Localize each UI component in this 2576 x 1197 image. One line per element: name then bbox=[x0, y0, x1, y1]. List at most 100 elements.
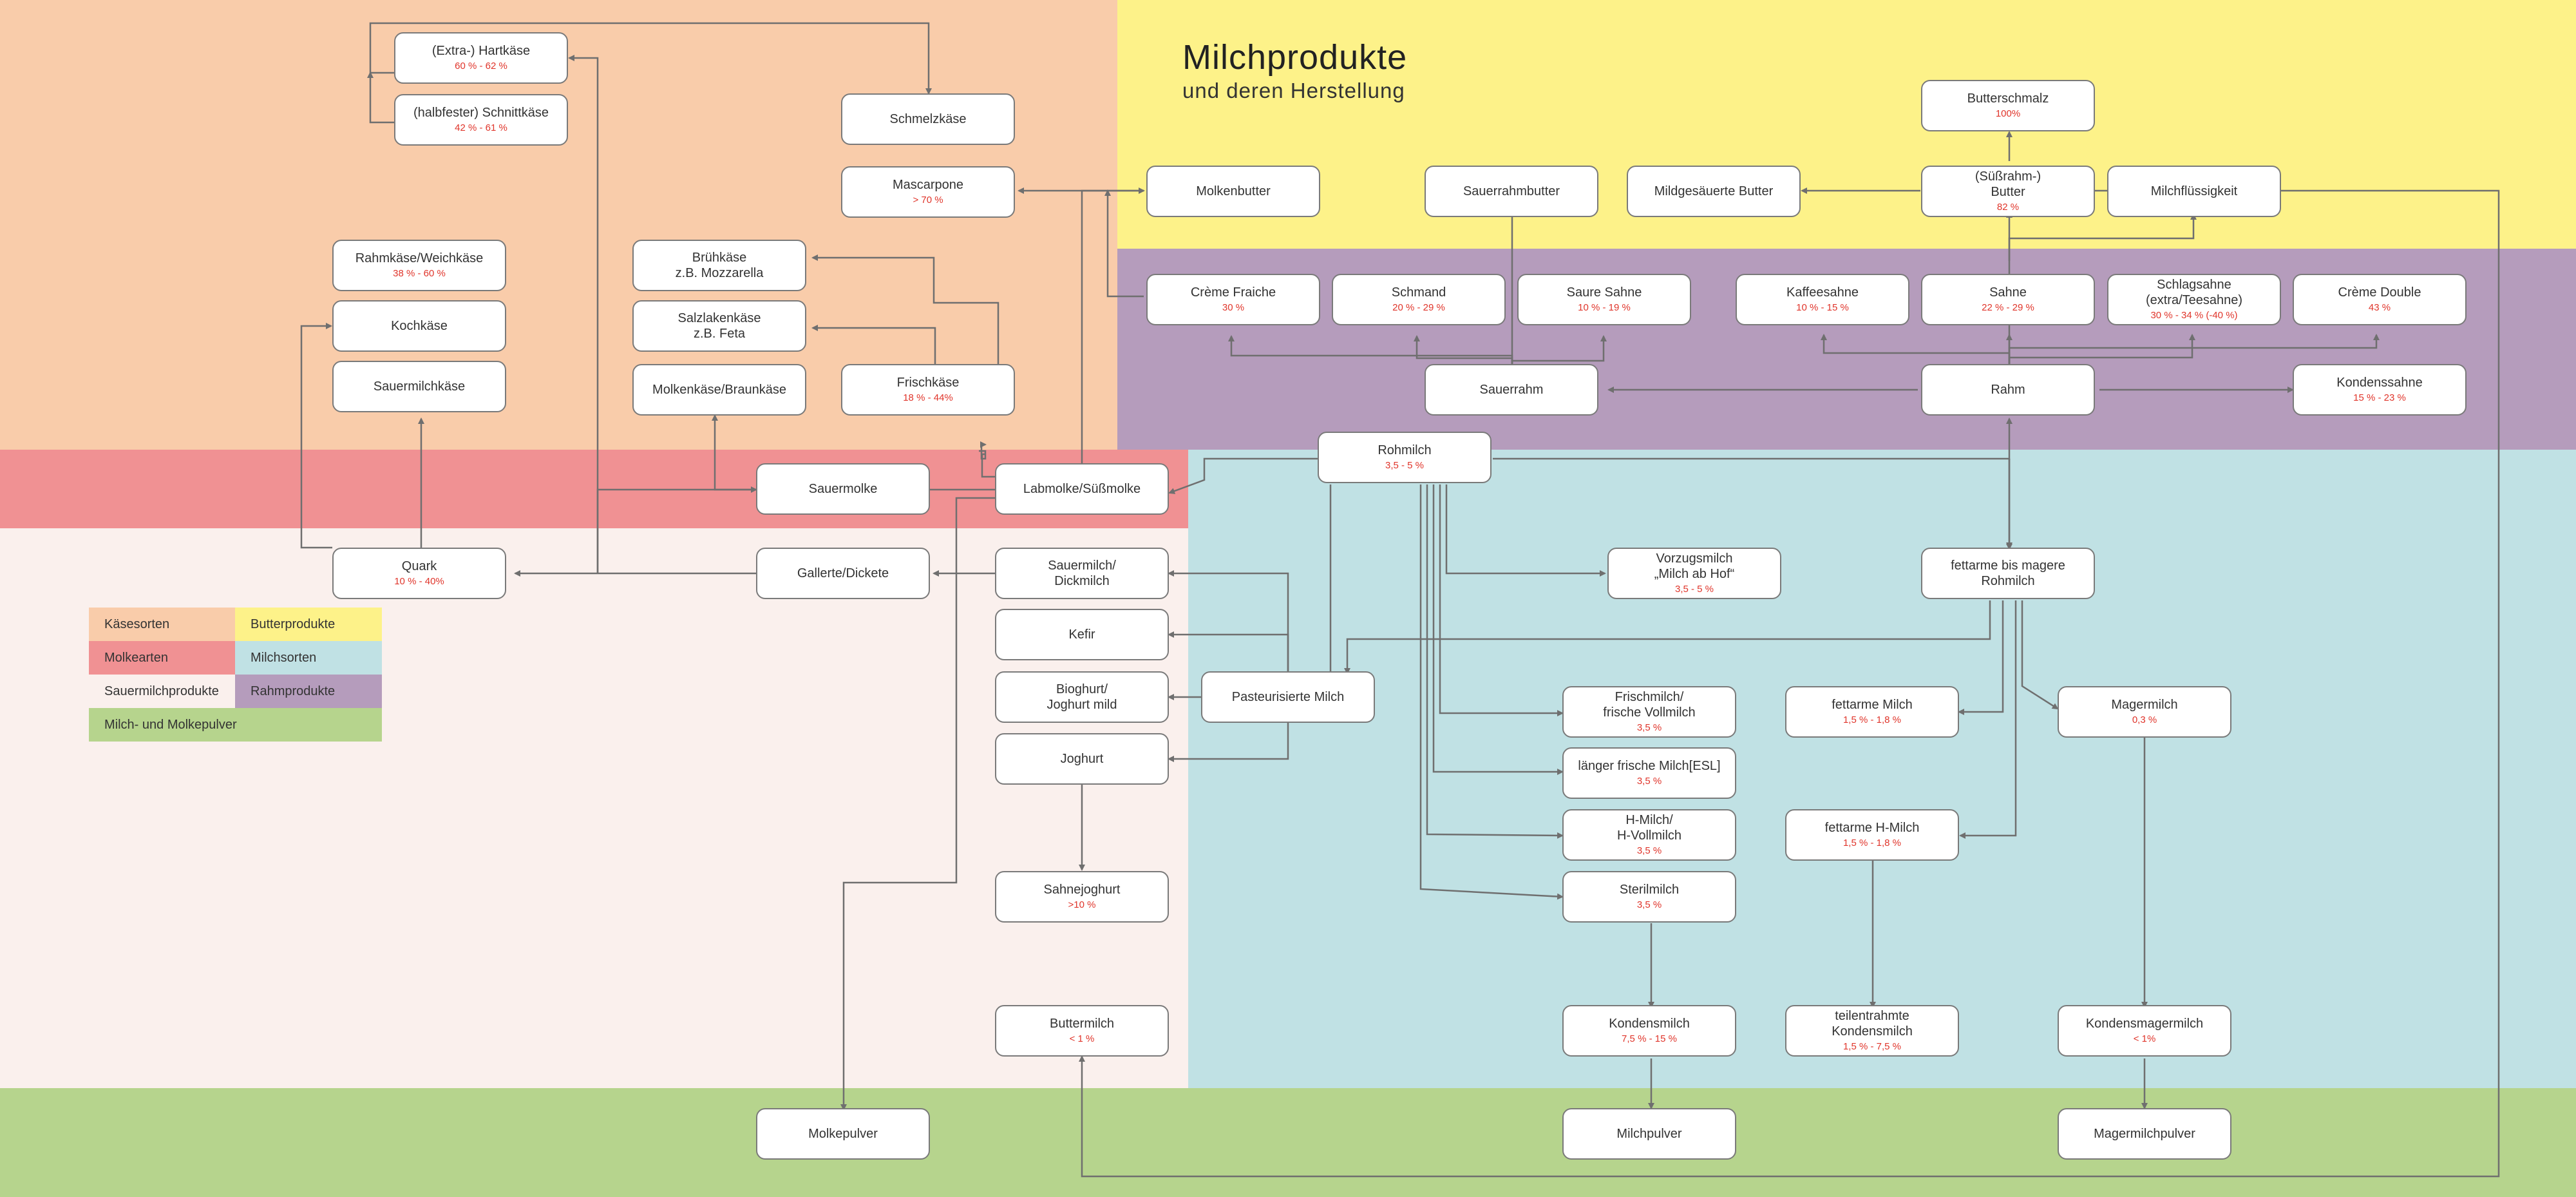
node-name: Quark bbox=[401, 559, 437, 573]
node-percent: 22 % - 29 % bbox=[1982, 302, 2034, 313]
node-frischkaese: Frischkäse 18 % - 44% bbox=[841, 364, 1015, 416]
node-quark: Quark 10 % - 40% bbox=[332, 548, 506, 599]
node-name: Kochkäse bbox=[391, 319, 448, 333]
node-name: (halbfester) Schnittkäse bbox=[413, 106, 549, 120]
node-name: Frischkäse bbox=[896, 376, 960, 390]
node-name: Magermilchpulver bbox=[2094, 1127, 2195, 1141]
node-percent: 15 % - 23 % bbox=[2353, 392, 2406, 403]
node-name: Kondenssahne bbox=[2336, 376, 2423, 390]
node-salzlakenkaese: Salzlakenkäse z.B. Feta bbox=[632, 300, 806, 352]
node-name: Milchflüssigkeit bbox=[2150, 184, 2238, 198]
node-fettarmemilch: fettarme Milch 1,5 % - 1,8 % bbox=[1785, 686, 1959, 738]
node-name: Kaffeesahne bbox=[1786, 285, 1859, 300]
node-molkenkaese: Molkenkäse/Braunkäse bbox=[632, 364, 806, 416]
node-butterschmalz: Butterschmalz 100% bbox=[1921, 80, 2095, 131]
node-percent: 100% bbox=[1995, 108, 2021, 119]
node-name: fettarme Milch bbox=[1832, 698, 1913, 712]
node-percent: 0,3 % bbox=[2132, 714, 2157, 725]
node-name: Milchpulver bbox=[1616, 1127, 1682, 1141]
node-sahne: Sahne 22 % - 29 % bbox=[1921, 274, 2095, 325]
node-percent: 3,5 - 5 % bbox=[1385, 460, 1425, 471]
node-percent: 3,5 % bbox=[1636, 845, 1662, 856]
node-percent: 10 % - 40% bbox=[394, 576, 444, 587]
node-kochkaese: Kochkäse bbox=[332, 300, 506, 352]
node-percent: 3,5 % bbox=[1636, 722, 1662, 733]
node-name: Joghurt bbox=[1060, 752, 1104, 766]
node-kondensmilch: Kondensmilch 7,5 % - 15 % bbox=[1562, 1005, 1736, 1057]
node-name: Schlagsahne (extra/Teesahne) bbox=[2145, 278, 2243, 307]
node-labmolke: Labmolke/Süßmolke bbox=[995, 463, 1169, 515]
node-mildgesaeuerte: Mildgesäuerte Butter bbox=[1627, 166, 1801, 217]
node-name: Sahne bbox=[1989, 285, 2027, 300]
node-name: Butterschmalz bbox=[1967, 91, 2049, 106]
node-percent: 7,5 % - 15 % bbox=[1622, 1033, 1677, 1044]
node-joghurt: Joghurt bbox=[995, 733, 1169, 785]
node-name: (Süßrahm-) Butter bbox=[1975, 169, 2041, 199]
node-percent: 3,5 - 5 % bbox=[1674, 584, 1714, 595]
node-name: Rohmilch bbox=[1378, 443, 1432, 457]
node-rohmilch: Rohmilch 3,5 - 5 % bbox=[1318, 432, 1492, 483]
node-name: teilentrahmte Kondensmilch bbox=[1832, 1009, 1913, 1039]
node-name: Vorzugsmilch „Milch ab Hof“ bbox=[1654, 551, 1735, 581]
node-percent: 3,5 % bbox=[1636, 776, 1662, 787]
node-name: Bioghurt/ Joghurt mild bbox=[1046, 682, 1117, 712]
node-molkenbutter: Molkenbutter bbox=[1146, 166, 1320, 217]
node-percent: 30 % - 34 % (-40 %) bbox=[2150, 310, 2238, 321]
node-kefir: Kefir bbox=[995, 609, 1169, 660]
node-name: Sauermolke bbox=[808, 482, 878, 496]
node-schlagsahne: Schlagsahne (extra/Teesahne) 30 % - 34 % … bbox=[2107, 274, 2281, 325]
node-percent: 30 % bbox=[1222, 302, 1245, 313]
node-name: Kondensmilch bbox=[1609, 1017, 1690, 1031]
node-molkepulver: Molkepulver bbox=[756, 1108, 930, 1160]
legend-item: Rahmprodukte bbox=[235, 675, 382, 708]
legend-item: Milchsorten bbox=[235, 641, 382, 675]
node-percent: 60 % - 62 % bbox=[455, 61, 507, 72]
node-esl: länger frische Milch[ESL] 3,5 % bbox=[1562, 747, 1736, 799]
node-percent: 10 % - 19 % bbox=[1578, 302, 1631, 313]
node-percent: 1,5 % - 1,8 % bbox=[1842, 714, 1902, 725]
node-name: H-Milch/ H-Vollmilch bbox=[1616, 813, 1682, 843]
node-name: Rahmkäse/Weichkäse bbox=[355, 251, 484, 265]
node-sahnejoghurt: Sahnejoghurt>10 % bbox=[995, 871, 1169, 923]
node-name: Buttermilch bbox=[1049, 1017, 1115, 1031]
node-percent: 43 % bbox=[2368, 302, 2391, 313]
node-teilentrahmte: teilentrahmte Kondensmilch 1,5 % - 7,5 % bbox=[1785, 1005, 1959, 1057]
legend-item: Käsesorten bbox=[89, 608, 235, 641]
node-fettarmebis: fettarme bis magere Rohmilch bbox=[1921, 548, 2095, 599]
node-name: Gallerte/Dickete bbox=[797, 566, 889, 580]
node-vorzugsmilch: Vorzugsmilch „Milch ab Hof“ 3,5 - 5 % bbox=[1607, 548, 1781, 599]
node-percent: 18 % - 44% bbox=[903, 392, 953, 403]
node-percent: 42 % - 61 % bbox=[455, 122, 507, 133]
node-name: fettarme H-Milch bbox=[1824, 821, 1920, 835]
node-name: Kefir bbox=[1068, 627, 1095, 642]
node-name: Sauerrahmbutter bbox=[1463, 184, 1560, 198]
node-percent: 1,5 % - 1,8 % bbox=[1842, 838, 1902, 848]
node-percent: 10 % - 15 % bbox=[1796, 302, 1849, 313]
node-name: Pasteurisierte Milch bbox=[1231, 690, 1345, 704]
node-name: Kondensmagermilch bbox=[2085, 1017, 2204, 1031]
node-sauermilchkaese: Sauermilchkäse bbox=[332, 361, 506, 412]
node-name: Crème Double bbox=[2338, 285, 2421, 300]
node-mascarpone: Mascarpone> 70 % bbox=[841, 166, 1015, 218]
node-kondensmagermilch: Kondensmagermilch< 1% bbox=[2058, 1005, 2231, 1057]
node-fettarmehmilch: fettarme H-Milch 1,5 % - 1,8 % bbox=[1785, 809, 1959, 861]
node-name: Rahm bbox=[1991, 383, 2025, 397]
node-name: Schmelzkäse bbox=[889, 112, 967, 126]
node-schnittkaese: (halbfester) Schnittkäse 42 % - 61 % bbox=[394, 94, 568, 146]
node-name: fettarme bis magere Rohmilch bbox=[1951, 559, 2065, 588]
node-cremedouble: Crème Double 43 % bbox=[2293, 274, 2467, 325]
node-percent: 1,5 % - 7,5 % bbox=[1842, 1041, 1902, 1052]
node-name: länger frische Milch[ESL] bbox=[1578, 759, 1721, 773]
node-hmilch: H-Milch/ H-Vollmilch 3,5 % bbox=[1562, 809, 1736, 861]
node-sauerrahmbutter: Sauerrahmbutter bbox=[1425, 166, 1598, 217]
legend-item: Molkearten bbox=[89, 641, 235, 675]
node-bioghurt: Bioghurt/ Joghurt mild bbox=[995, 671, 1169, 723]
legend: Käsesorten Butterprodukte Molkearten Mil… bbox=[89, 608, 382, 742]
node-gallerte: Gallerte/Dickete bbox=[756, 548, 930, 599]
